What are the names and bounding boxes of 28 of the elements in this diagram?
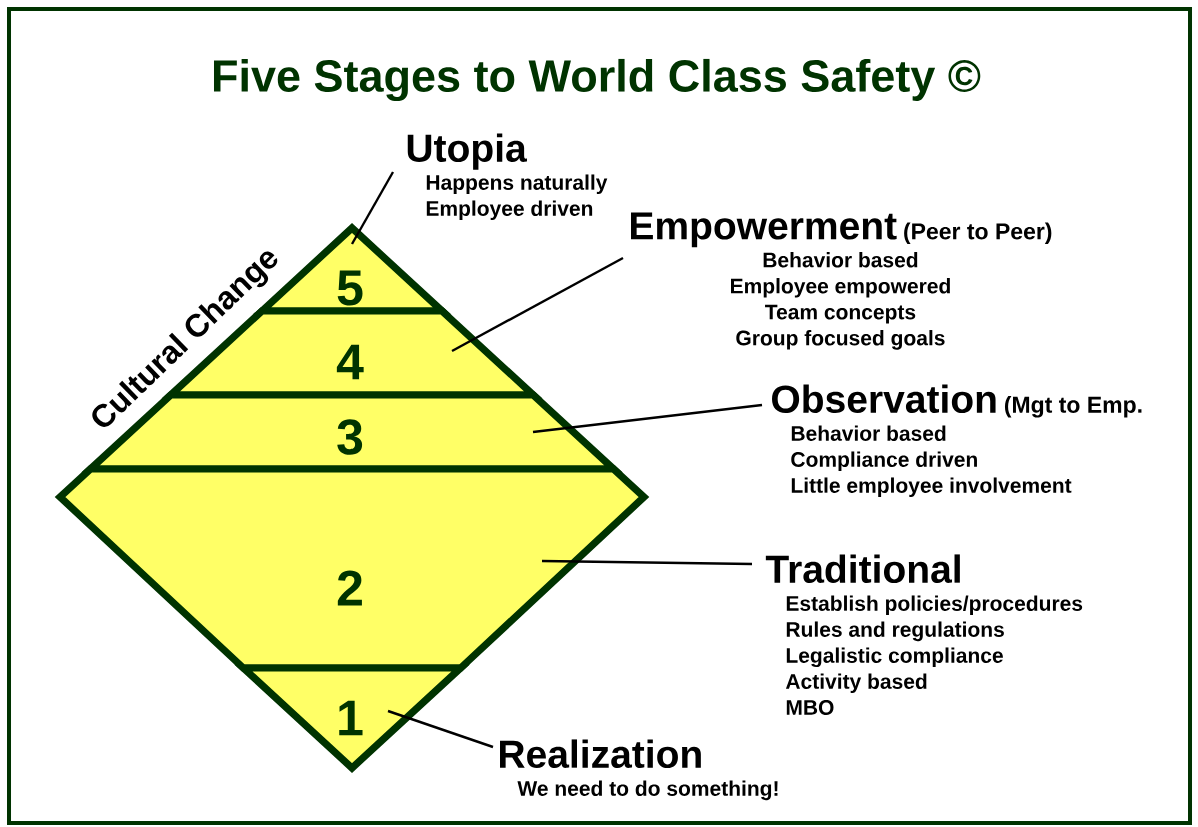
stage-point: Team concepts bbox=[765, 304, 916, 324]
stage-point: Behavior based bbox=[763, 252, 918, 268]
stage-point: Happens naturally bbox=[426, 174, 608, 195]
leader-line bbox=[451, 256, 624, 353]
leader-line bbox=[387, 709, 494, 749]
leader-line bbox=[350, 171, 395, 245]
stage-heading: Observation bbox=[772, 384, 996, 414]
leader-line bbox=[532, 403, 763, 434]
stage-point: MBO bbox=[786, 700, 834, 715]
stage-point: Compliance driven bbox=[791, 451, 977, 472]
stage-heading: Empowerment bbox=[631, 212, 897, 248]
stage-point: We need to do something! bbox=[517, 780, 778, 801]
stage-heading: Realization bbox=[500, 739, 701, 769]
stage-note: (Peer to Peer) bbox=[904, 222, 1052, 244]
leader-line bbox=[542, 559, 753, 566]
stage-heading: Traditional bbox=[765, 554, 960, 584]
stage-heading: Utopia bbox=[407, 133, 527, 170]
stage-point: Rules and regulations bbox=[786, 621, 1004, 642]
stage-point: Activity based bbox=[785, 673, 927, 694]
stage-point: Employee driven bbox=[426, 200, 593, 221]
title: Five Stages to World Class Safety © bbox=[214, 58, 981, 102]
stage-point: Little employee involvement bbox=[791, 477, 1072, 498]
stage-point: Employee empowered bbox=[731, 278, 950, 298]
stage-point: Legalistic compliance bbox=[786, 647, 1003, 668]
stage-point: Group focused goals bbox=[736, 330, 945, 350]
stage-note: (Mgt to Emp. bbox=[1004, 396, 1142, 418]
stage-point: Behavior based bbox=[791, 425, 946, 441]
stage-point: Establish policies/procedures bbox=[786, 595, 1083, 616]
